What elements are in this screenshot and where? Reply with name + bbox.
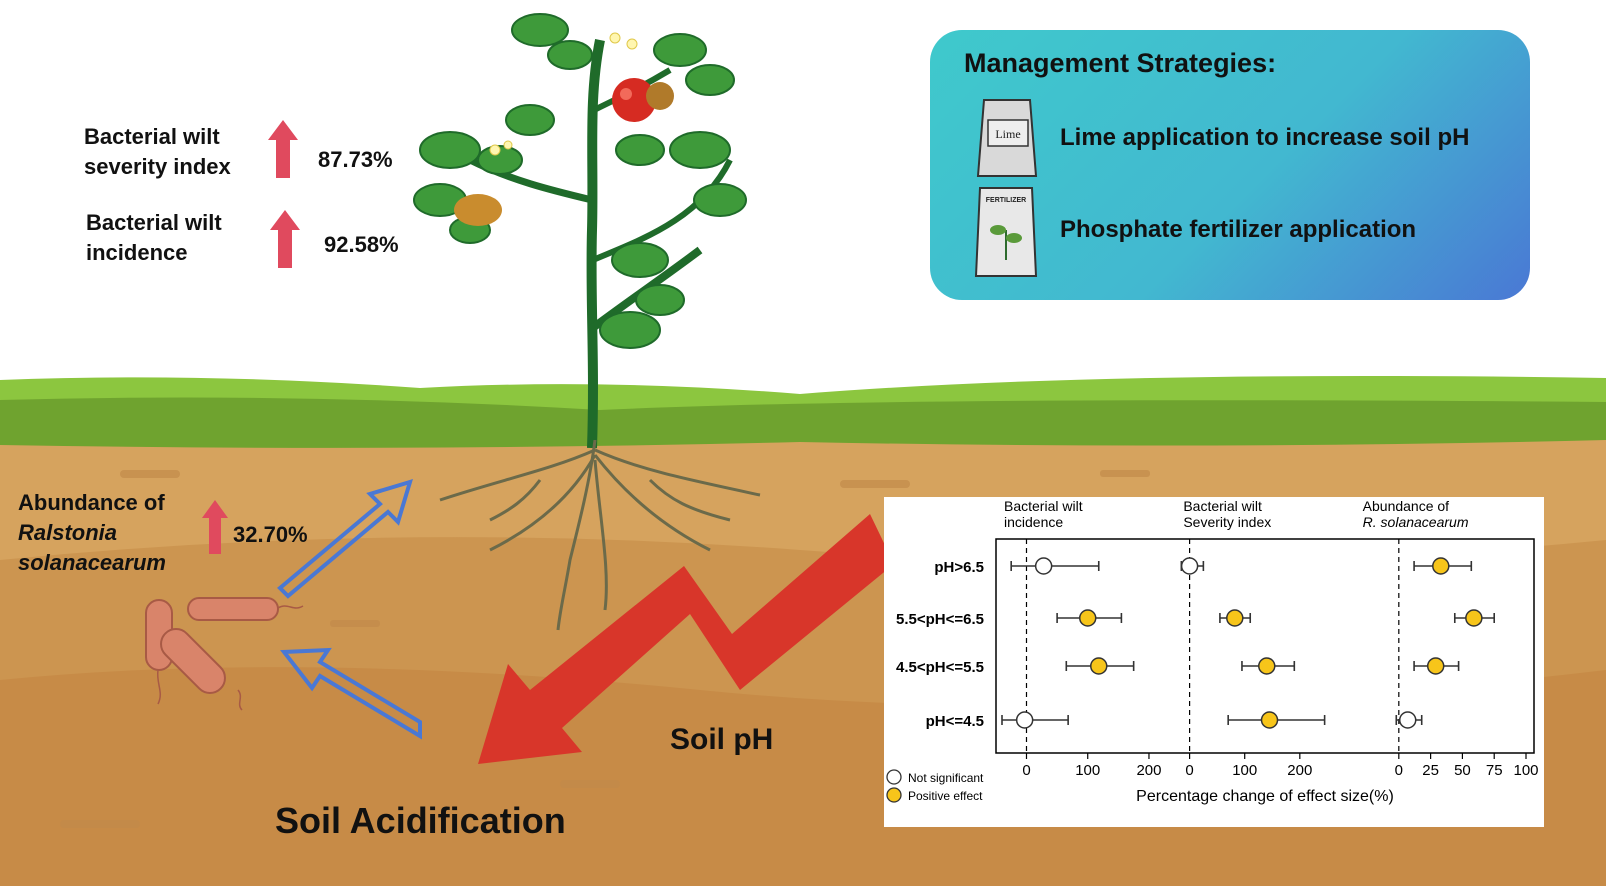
- category-label: 5.5<pH<=6.5: [896, 611, 984, 628]
- forest-plot: pH>6.5 5.5<pH<=6.5 4.5<pH<=5.5 pH<=4.5 Bacte…: [884, 497, 1544, 827]
- x-tick-label: 50: [1454, 762, 1471, 779]
- soil-acidification-label: Soil Acidification: [275, 800, 566, 841]
- effect-point: [1226, 609, 1244, 627]
- legend-label: Not significant: [908, 771, 984, 785]
- panel-title: Bacterial wilt: [1183, 498, 1262, 514]
- increase-arrow-icon: [268, 120, 298, 178]
- category-label: 4.5<pH<=5.5: [896, 659, 984, 676]
- fertilizer-bag-label: FERTILIZER: [986, 197, 1026, 204]
- effect-point: [1180, 557, 1199, 575]
- x-tick-label: 0: [1022, 762, 1030, 779]
- x-tick-label: 100: [1513, 762, 1538, 779]
- x-tick-label: 200: [1287, 762, 1312, 779]
- plant-roots-illustration: [439, 440, 761, 631]
- category-label: pH>6.5: [934, 559, 984, 576]
- increase-arrow-icon: [202, 500, 228, 554]
- abundance-value: 32.70%: [233, 522, 308, 547]
- plot-frame: [995, 538, 1535, 754]
- category-label: pH<=4.5: [926, 713, 984, 730]
- effect-point: [1260, 711, 1279, 729]
- x-tick-label: 0: [1185, 762, 1193, 779]
- effect-point: [1465, 609, 1483, 627]
- lime-bag-icon: Lime: [976, 99, 1038, 177]
- panel-title: Severity index: [1183, 514, 1271, 530]
- effect-point: [1078, 609, 1097, 627]
- x-tick-label: 75: [1486, 762, 1503, 779]
- incidence-value: 92.58%: [324, 232, 399, 257]
- effect-point: [1090, 657, 1108, 675]
- x-tick-label: 100: [1232, 762, 1257, 779]
- abundance-label: Abundance of Ralstonia solanacearum: [18, 490, 166, 575]
- effect-point: [1258, 657, 1276, 675]
- legend-label: Positive effect: [908, 789, 983, 803]
- panel-title: Abundance of: [1363, 498, 1450, 514]
- effect-point: [1034, 557, 1053, 575]
- legend-marker: [886, 769, 902, 785]
- management-item-lime: Lime application to increase soil pH: [1060, 124, 1470, 151]
- fertilizer-bag-icon: FERTILIZER: [974, 187, 1038, 277]
- lime-bag-label: Lime: [995, 127, 1020, 141]
- increase-arrow-icon: [270, 210, 300, 268]
- tomato-plant-illustration: [413, 13, 747, 449]
- management-item-phosphate: Phosphate fertilizer application: [1060, 216, 1417, 243]
- panel-title: Bacterial wilt: [1004, 498, 1083, 514]
- severity-label: Bacterial wilt severity index: [84, 124, 231, 179]
- panel-title: R. solanacearum: [1363, 514, 1469, 530]
- severity-value: 87.73%: [318, 147, 393, 172]
- x-tick-label: 200: [1136, 762, 1161, 779]
- management-strategies-panel: Management Strategies: Lime Lime applica…: [930, 30, 1530, 300]
- effect-point: [1432, 557, 1450, 575]
- panel-title: incidence: [1004, 514, 1063, 530]
- x-tick-label: 100: [1075, 762, 1100, 779]
- increase-flow-arrows: [277, 479, 422, 740]
- effect-point: [1398, 711, 1417, 729]
- effect-point: [1426, 657, 1445, 675]
- bacteria-illustration: [145, 597, 304, 711]
- effect-point: [1015, 711, 1034, 729]
- forest-plot-svg: pH>6.5 5.5<pH<=6.5 4.5<pH<=5.5 pH<=4.5 Bacte…: [886, 498, 1539, 805]
- legend-marker: [886, 787, 902, 803]
- x-axis-label: Percentage change of effect size(%): [1136, 788, 1394, 805]
- incidence-label: Bacterial wilt incidence: [86, 210, 222, 265]
- soil-ph-label: Soil pH: [670, 723, 774, 756]
- soil-ph-arrow: [478, 514, 894, 764]
- management-title: Management Strategies:: [964, 48, 1277, 78]
- x-tick-label: 25: [1422, 762, 1439, 779]
- x-tick-label: 0: [1395, 762, 1403, 779]
